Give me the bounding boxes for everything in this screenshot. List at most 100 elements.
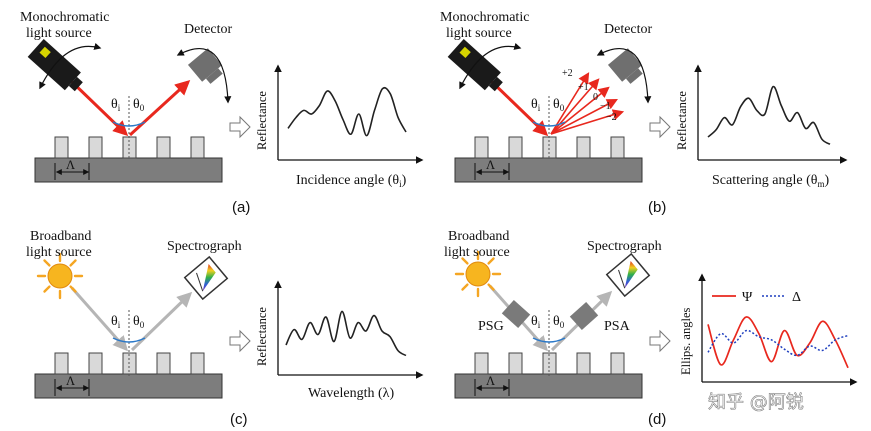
order-plus2 xyxy=(550,72,590,135)
pillar xyxy=(474,352,489,375)
grating-sample: Λ xyxy=(34,352,223,399)
x-axis-label: Wavelength (λ) xyxy=(308,386,394,401)
pillar xyxy=(508,136,523,159)
pillar xyxy=(508,352,523,375)
delta-curve xyxy=(707,329,849,357)
source-label-line2: light source xyxy=(26,245,92,260)
pillar xyxy=(88,352,103,375)
detector-label: Detector xyxy=(184,22,233,37)
grating-sample: Λ xyxy=(34,136,223,183)
rotation-arrow-source xyxy=(459,42,522,90)
psa-label: PSA xyxy=(604,319,631,334)
order-label: +2 xyxy=(562,68,573,79)
panel-tag-c: (c) xyxy=(230,411,248,428)
sun-icon xyxy=(36,252,84,300)
x-axis-label: Incidence angle (θi) xyxy=(296,173,407,189)
order-label: −1 xyxy=(600,101,611,112)
substrate xyxy=(34,373,223,399)
panel-tag-b: (b) xyxy=(648,199,666,216)
theta-0-label: θ0 xyxy=(553,314,565,330)
source-label-line1: Monochromatic xyxy=(440,10,529,25)
detector-label: Spectrograph xyxy=(587,239,662,254)
chart-d: Ellips. angles Ψ Δ xyxy=(679,273,858,386)
grating-sample: Λ xyxy=(454,352,643,399)
pillar xyxy=(54,352,69,375)
pillar xyxy=(88,136,103,159)
angle-arc xyxy=(112,337,146,343)
incident-beam xyxy=(70,287,128,352)
order-minus2 xyxy=(550,109,625,135)
pillar xyxy=(474,136,489,159)
psa-block xyxy=(569,301,599,331)
pillar xyxy=(576,352,591,375)
flow-arrow xyxy=(649,115,671,139)
reflectance-curve xyxy=(287,86,407,137)
pillar xyxy=(156,352,171,375)
y-axis-label: Ellips. angles xyxy=(679,308,693,375)
spectrograph-icon xyxy=(605,252,651,298)
angle-arc xyxy=(532,337,566,343)
chart-c: Reflectance Wavelength (λ) xyxy=(255,280,424,401)
chart-a: Reflectance Incidence angle (θi) xyxy=(255,64,424,189)
source-label-line1: Broadband xyxy=(448,229,509,244)
source-label-line1: Broadband xyxy=(30,229,91,244)
detector-label: Detector xyxy=(604,22,653,37)
theta-i-label: θi xyxy=(111,97,121,113)
pitch-label: Λ xyxy=(66,374,75,388)
y-axis-label: Reflectance xyxy=(255,307,269,366)
y-axis-label: Reflectance xyxy=(255,91,269,150)
order-minus1 xyxy=(550,98,618,135)
panel-tag-a: (a) xyxy=(232,199,250,216)
pillar xyxy=(190,136,205,159)
theta-0-label: θ0 xyxy=(133,314,145,330)
pillar xyxy=(576,136,591,159)
diffraction-orders: +2 +1 0 −1 −2 xyxy=(550,68,625,135)
order-label: 0 xyxy=(593,92,598,103)
angle-arc xyxy=(532,121,566,127)
reflected-beam xyxy=(130,291,193,352)
theta-0-label: θ0 xyxy=(553,97,565,113)
legend: Ψ Δ xyxy=(712,290,801,305)
source-label-line2: light source xyxy=(26,26,92,41)
order-label: +1 xyxy=(578,82,589,93)
psg-label: PSG xyxy=(478,319,504,334)
x-axis-label: Scattering angle (θm) xyxy=(712,173,829,189)
legend-psi-label: Ψ xyxy=(742,290,753,305)
panel-b: Λ +2 +1 0 −1 −2 θi θ0 Monochromatic ligh… xyxy=(440,10,848,216)
rotation-arrow-detector xyxy=(596,47,652,104)
rotation-arrow-source xyxy=(39,42,102,90)
rotation-arrow-detector xyxy=(176,47,232,104)
panel-a: Λ θi θ0 Monochromatic light source Detec… xyxy=(20,10,424,216)
sun-icon xyxy=(454,250,502,298)
legend-delta-label: Δ xyxy=(792,290,801,305)
psg-block xyxy=(501,299,531,329)
pitch-label: Λ xyxy=(486,374,495,388)
substrate xyxy=(454,157,643,183)
theta-i-label: θi xyxy=(531,314,541,330)
theta-i-label: θi xyxy=(111,314,121,330)
substrate xyxy=(34,157,223,183)
pillar xyxy=(610,352,625,375)
panel-tag-d: (d) xyxy=(648,411,666,428)
theta-0-label: θ0 xyxy=(133,97,145,113)
spectrograph-icon xyxy=(183,255,229,301)
pitch-label: Λ xyxy=(66,158,75,172)
y-axis-label: Reflectance xyxy=(675,91,689,150)
pillar xyxy=(156,136,171,159)
source-label-line2: light source xyxy=(444,245,510,260)
pillar xyxy=(610,136,625,159)
psi-curve xyxy=(707,316,849,369)
reflectance-curve xyxy=(707,85,831,145)
order-label: −2 xyxy=(606,112,617,123)
source-label-line2: light source xyxy=(446,26,512,41)
substrate xyxy=(454,373,643,399)
pitch-label: Λ xyxy=(486,158,495,172)
detector-label: Spectrograph xyxy=(167,239,242,254)
chart-b: Reflectance Scattering angle (θm) xyxy=(675,64,848,189)
grating-sample: Λ xyxy=(454,136,643,183)
theta-i-label: θi xyxy=(531,97,541,113)
panel-c: Λ θi θ0 Broadband light source Spectrogr… xyxy=(26,229,424,428)
angle-arc xyxy=(112,121,146,127)
source-label-line1: Monochromatic xyxy=(20,10,109,25)
